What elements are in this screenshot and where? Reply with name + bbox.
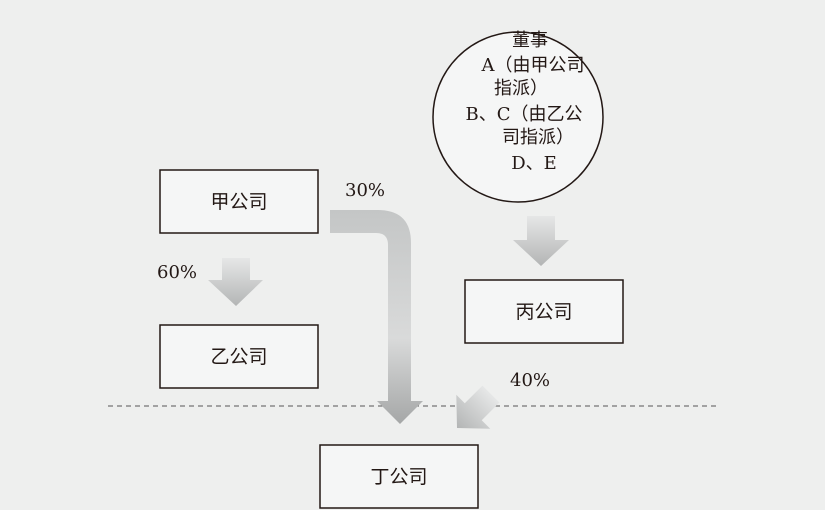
arrow-bing-to-ding — [456, 385, 500, 429]
directors-line: 指派） — [494, 78, 548, 99]
directors-line: D、E — [511, 153, 557, 174]
company-label-yi: 乙公司 — [210, 346, 267, 368]
company-box-yi — [159, 324, 319, 389]
company-box-ding — [319, 444, 479, 509]
arrow-directors-to-bing — [513, 216, 569, 266]
directors-line: 司指派） — [502, 127, 574, 148]
company-label-ding: 丁公司 — [370, 466, 427, 488]
arrow-jia-to-yi — [208, 258, 263, 306]
directors-line: B、C（由乙公 — [466, 104, 583, 125]
company-label-jia: 甲公司 — [210, 191, 267, 213]
directors-line: 董事 — [512, 30, 548, 51]
company-box-bing — [464, 279, 624, 344]
directors-circle — [432, 31, 604, 203]
arrow-jia-to-ding — [330, 210, 423, 424]
percent-bing-to-ding: 40% — [510, 370, 550, 391]
directors-line: A（由甲公司 — [481, 55, 585, 76]
company-box-jia — [159, 169, 319, 234]
percent-jia-to-ding: 30% — [345, 180, 385, 201]
company-label-bing: 丙公司 — [515, 301, 572, 323]
percent-jia-to-yi: 60% — [157, 262, 197, 283]
